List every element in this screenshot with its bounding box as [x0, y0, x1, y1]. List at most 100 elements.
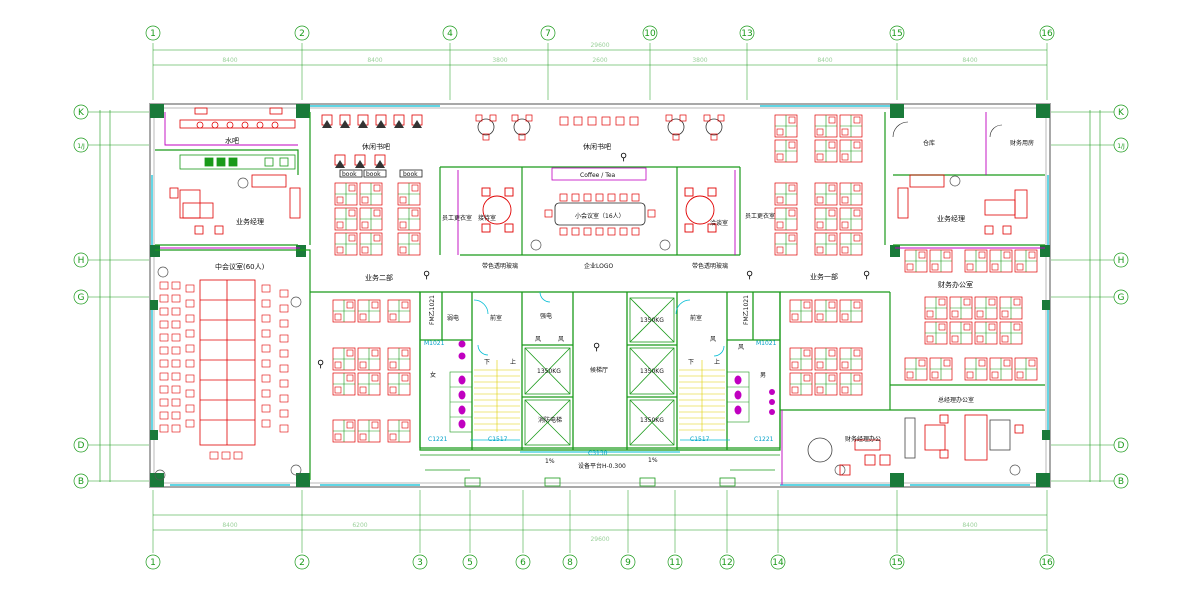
- manager-office-left: [169, 174, 301, 235]
- label-biz-dept1: 业务一部: [810, 272, 838, 281]
- grid-top-16: 16: [1041, 29, 1053, 39]
- grid-top-10: 10: [644, 29, 656, 39]
- svg-text:29600: 29600: [590, 536, 609, 543]
- label-front-room-left: 前室: [490, 314, 502, 322]
- label-small-meeting: 小会议室（16人）: [575, 212, 625, 220]
- grid-right-H: H: [1118, 256, 1125, 266]
- grid-bottom-8: 8: [567, 558, 573, 568]
- mid-meeting-chairs: [159, 281, 289, 460]
- label-biz-manager-right: 业务经理: [937, 214, 965, 223]
- door-c3130: C3130: [588, 450, 608, 457]
- outer-walls: [149, 103, 1051, 488]
- core-walls: [419, 291, 781, 451]
- label-glass-right: 带色透明玻璃: [692, 262, 728, 270]
- grid-right-J: 1/J: [1117, 143, 1125, 150]
- leisure-bar-seats: [321, 114, 423, 166]
- stairs-right: [679, 360, 725, 432]
- finance-manager-furniture: [807, 437, 891, 476]
- dimension-text: 29600 8400 8400 3800 2600 3800 8400 8400…: [222, 42, 977, 543]
- label-staff-lounge-right: 员工更衣室: [745, 212, 775, 220]
- label-biz-dept2: 业务二部: [365, 273, 393, 282]
- label-warehouse: 仓库: [923, 139, 935, 147]
- label-coffee-tea: Coffee / Tea: [580, 172, 616, 179]
- grid-bottom-14: 14: [772, 558, 784, 568]
- label-down-right: 下: [688, 359, 694, 366]
- label-gm-office: 总经理办公室: [938, 396, 974, 404]
- toilet-stalls: [449, 371, 750, 433]
- vent-1: 风: [535, 336, 541, 343]
- vent-2: 风: [558, 336, 564, 343]
- workstations-leisure-left: [334, 182, 421, 256]
- label-reception: 接待室: [478, 214, 496, 222]
- label-down-left: 下: [484, 359, 490, 366]
- label-book-1: book: [342, 171, 357, 178]
- door-c1221-left: C1221: [428, 436, 448, 443]
- svg-text:8400: 8400: [817, 57, 832, 64]
- bookshelves: [339, 169, 423, 178]
- workstations-biz-dept1-top: [774, 114, 863, 256]
- label-staff-lounge-left: 员工更衣室: [442, 214, 472, 222]
- svg-text:8400: 8400: [962, 57, 977, 64]
- grid-bottom-16: 16: [1041, 558, 1053, 568]
- columns: [150, 104, 1050, 487]
- leisure-bar-tables: [322, 120, 422, 168]
- label-elevator-1: 1350KG: [537, 368, 561, 375]
- svg-text:8400: 8400: [222, 522, 237, 529]
- svg-text:⚲: ⚲: [620, 152, 627, 163]
- svg-text:8400: 8400: [367, 57, 382, 64]
- cafe-chairs: [475, 114, 725, 141]
- label-weak-elec: 弱电: [447, 314, 459, 322]
- label-finance-office: 财务办公室: [938, 280, 973, 289]
- magenta-partitions: [160, 112, 1045, 485]
- label-strong-elec: 强电: [540, 312, 552, 320]
- label-leisure-bar-left: 休闲书吧: [362, 142, 390, 151]
- grid-bubbles-bottom: [145, 554, 1055, 570]
- grid-right-G: G: [1118, 293, 1125, 303]
- cafe-tables: [477, 118, 723, 136]
- label-negotiation: 洽谈室: [710, 219, 728, 227]
- workstations-biz-dept1-bottom: [789, 299, 863, 396]
- svg-text:2600: 2600: [592, 57, 607, 64]
- door-c1517-left: C1517: [488, 436, 508, 443]
- door-fm-left: FM乙1021: [429, 295, 436, 325]
- warehouse-doors: [892, 121, 1003, 138]
- water-bar-furniture: [179, 107, 296, 129]
- label-glass-left: 带色透明玻璃: [482, 262, 518, 270]
- svg-text:3800: 3800: [492, 57, 507, 64]
- horizontal-grid-lines: [88, 111, 1115, 482]
- interior-walls: [155, 112, 1045, 480]
- label-male: 男: [760, 372, 766, 379]
- grid-right-K: K: [1118, 108, 1125, 118]
- label-up-left: 上: [510, 358, 516, 366]
- label-slope-right: 1%: [648, 457, 658, 464]
- stairs-left: [474, 360, 520, 432]
- label-biz-manager-left: 业务经理: [236, 217, 264, 226]
- label-leisure-bar-center: 休闲书吧: [583, 142, 611, 151]
- svg-text:3800: 3800: [692, 57, 707, 64]
- label-front-room-right: 前室: [690, 314, 702, 322]
- svg-text:8400: 8400: [222, 57, 237, 64]
- label-mid-meeting: 中会议室(60人): [215, 262, 265, 271]
- label-female: 女: [430, 371, 436, 379]
- device-platform: [420, 454, 780, 487]
- grid-left-J: 1/J: [77, 143, 85, 150]
- workstations-biz-dept2: [332, 299, 411, 443]
- grid-bubbles-sides: [73, 104, 1129, 489]
- grid-bottom-12: 12: [721, 558, 732, 568]
- door-m-right: M1021: [756, 340, 777, 347]
- vertical-grid-lines: [152, 43, 1048, 553]
- grid-left-K: K: [78, 108, 85, 118]
- svg-text:8400: 8400: [962, 522, 977, 529]
- windows: [151, 105, 1049, 486]
- door-c1221-right: C1221: [754, 436, 774, 443]
- dimension-lines: [99, 49, 1101, 531]
- person-icons: ⚲⚲⚲ ⚲⚲⚲: [317, 152, 870, 370]
- grid-bottom-1: 1: [150, 558, 156, 568]
- grid-bubbles-top: [145, 25, 1055, 41]
- mid-meeting-table: [199, 279, 256, 446]
- grid-top-2: 2: [299, 29, 305, 39]
- vent-4: 风: [738, 344, 744, 351]
- grid-top-1: 1: [150, 29, 156, 39]
- label-book-3: book: [403, 171, 418, 178]
